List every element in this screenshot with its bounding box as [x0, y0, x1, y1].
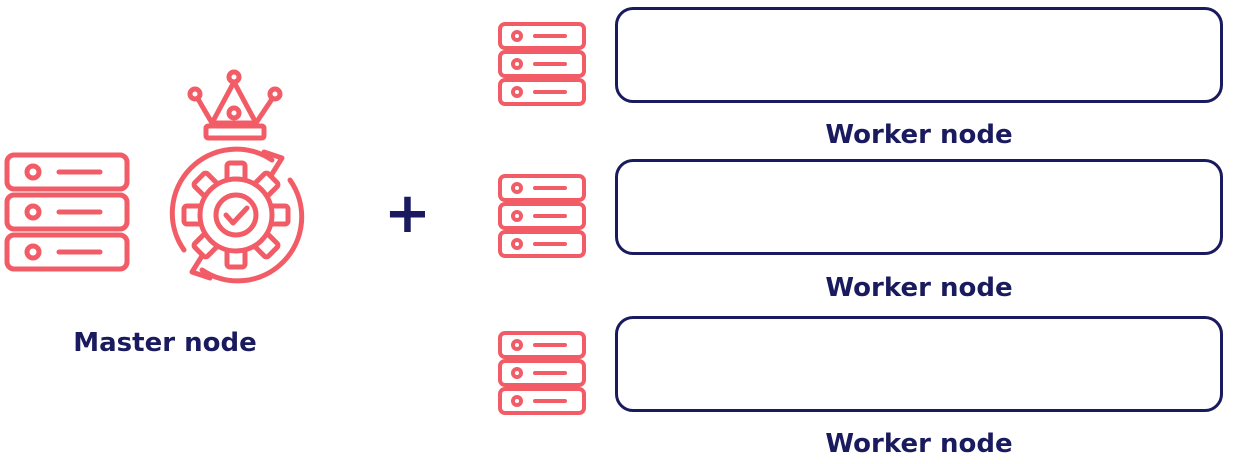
master-server-icon [4, 152, 130, 272]
plus-operator: + [384, 181, 431, 246]
worker-node-label: Worker node [825, 273, 1013, 303]
worker-node-label: Worker node [825, 120, 1013, 150]
crown-icon [187, 69, 283, 141]
worker-server-icon [498, 331, 586, 415]
worker-node-box [615, 7, 1223, 103]
worker-node-label: Worker node [825, 429, 1013, 459]
master-node-label: Master node [73, 328, 257, 358]
worker-node-box [615, 159, 1223, 255]
worker-node-box [615, 316, 1223, 412]
worker-server-icon [498, 22, 586, 106]
worker-server-icon [498, 174, 586, 258]
gear-check-icon [169, 146, 305, 284]
